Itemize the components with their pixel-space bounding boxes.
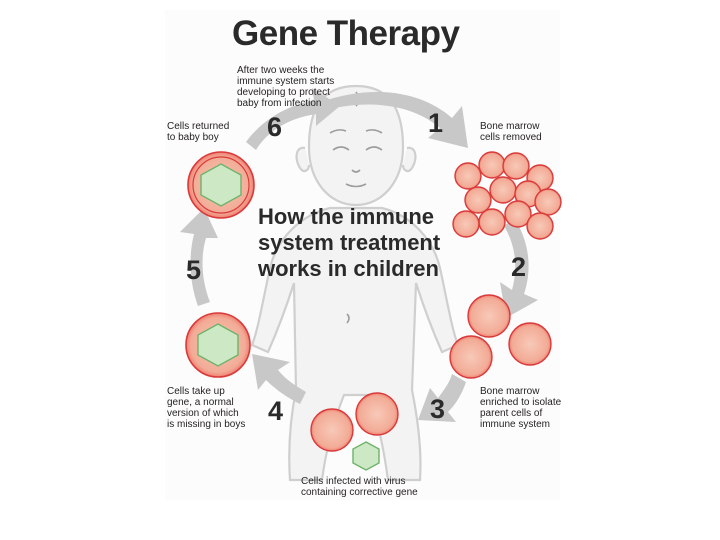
caption-line: gene, a normal <box>167 397 234 408</box>
cells-step-4 <box>310 392 399 452</box>
caption-line: Bone marrow <box>480 121 540 132</box>
virus-hexagon <box>352 441 380 471</box>
caption-line: Cells infected with virus <box>301 476 406 487</box>
caption-line: is missing in boys <box>167 419 246 430</box>
cycle-arrows <box>180 88 538 422</box>
caption-step-5: Cells take up gene, a normal version of … <box>167 386 245 430</box>
arrow-1-to-2 <box>500 218 538 318</box>
step-number-2: 2 <box>511 252 527 282</box>
caption-step-3: Bone marrow enriched to isolate parent c… <box>480 386 561 430</box>
cell-step-6 <box>187 151 255 219</box>
cell-cluster-step-1 <box>452 151 562 240</box>
caption-line: containing corrective gene <box>301 487 418 498</box>
caption-top: After two weeks the immune system starts… <box>237 65 334 109</box>
arrow-5-to-6 <box>246 88 340 150</box>
center-heading-line: system treatment <box>258 230 441 255</box>
arrow-3-to-4 <box>252 354 306 404</box>
caption-line: Cells take up <box>167 386 225 397</box>
caption-line: version of which <box>167 408 239 419</box>
step-number-6: 6 <box>267 112 283 142</box>
caption-step-6: Cells returned to baby boy <box>167 121 229 143</box>
caption-line: parent cells of <box>480 408 543 419</box>
page-title: Gene Therapy <box>232 14 460 53</box>
cells-step-2 <box>449 294 552 379</box>
caption-step-1: Bone marrow cells removed <box>480 121 542 143</box>
caption-line: immune system <box>480 419 551 430</box>
caption-step-4: Cells infected with virus containing cor… <box>301 476 418 498</box>
step-number-4: 4 <box>268 396 284 426</box>
caption-line: baby from infection <box>237 98 322 109</box>
step-number-5: 5 <box>186 255 202 285</box>
caption-line: After two weeks the <box>237 65 325 76</box>
caption-line: cells removed <box>480 132 542 143</box>
center-heading: How the immune system treatment works in… <box>258 204 468 282</box>
step-number-1: 1 <box>428 108 444 138</box>
caption-line: Cells returned <box>167 121 230 132</box>
arrow-2-to-3 <box>418 374 466 422</box>
caption-line: enriched to isolate <box>480 397 562 408</box>
caption-line: Bone marrow <box>480 386 540 397</box>
cell-step-5 <box>185 312 251 378</box>
caption-line: to baby boy <box>167 132 219 143</box>
center-heading-line: How the immune <box>258 204 435 229</box>
baby-outline <box>250 84 460 482</box>
caption-line: developing to protect <box>237 87 330 98</box>
step-number-3: 3 <box>430 394 446 424</box>
center-heading-line: works in children <box>258 256 439 281</box>
arrow-4-to-5 <box>180 208 218 306</box>
arrow-6-to-1 <box>318 91 468 148</box>
caption-line: immune system starts <box>237 76 335 87</box>
